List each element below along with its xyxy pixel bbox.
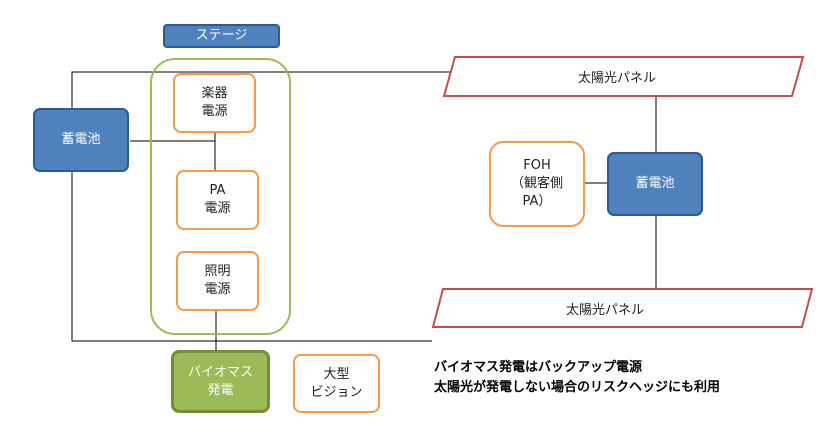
lighting-power-box: 照明 電源 (176, 251, 259, 311)
line-top-bus (71, 71, 455, 342)
instrument-power-box: 楽器 電源 (173, 73, 256, 133)
backup-note-line-1: バイオマス発電はバックアップ電源 (434, 360, 643, 375)
solar-panel-bottom-label: 太陽光パネル (566, 303, 645, 318)
stage-enclosure (150, 58, 291, 335)
solar-panel-top-shape (442, 56, 805, 97)
foh-box: FOH （観客側 PA） (489, 141, 585, 227)
battery-left-box: 蓄電池 (33, 108, 129, 172)
battery-right-box: 蓄電池 (607, 152, 703, 216)
pa-power-box: PA 電源 (176, 170, 259, 230)
stage-title: ステージ (163, 24, 280, 48)
biomass-generation-box: バイオマス 発電 (171, 350, 270, 413)
solar-panel-bottom-shape (431, 288, 814, 328)
connectors (71, 71, 657, 351)
large-screen-box: 大型 ビジョン (293, 354, 380, 413)
backup-note-line-2: 太陽光が発電しない場合のリスクヘッジにも利用 (434, 380, 721, 395)
solar-panel-top-label: 太陽光パネル (578, 71, 657, 86)
backup-note: バイオマス発電はバックアップ電源 太陽光が発電しない場合のリスクヘッジにも利用 (434, 358, 720, 398)
